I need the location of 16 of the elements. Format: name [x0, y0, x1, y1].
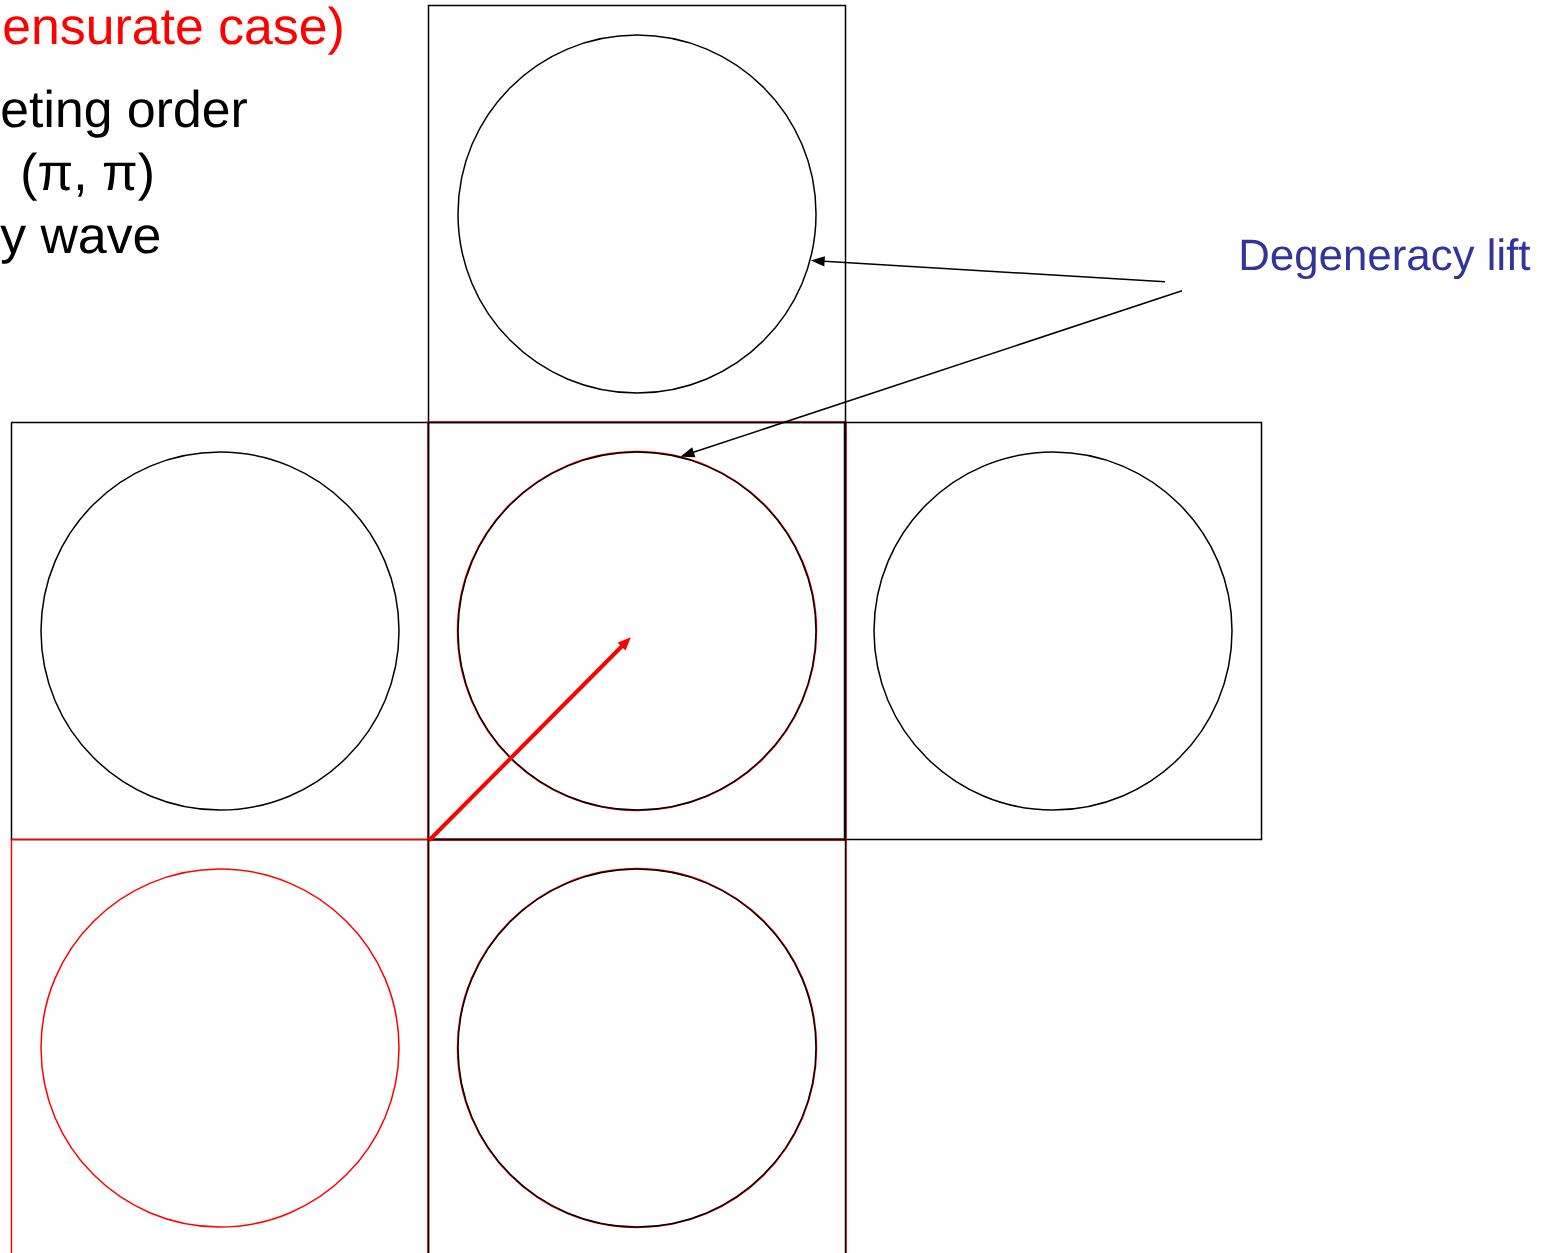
- lattice-square: [10, 421, 430, 841]
- label-text: y wave: [0, 225, 160, 264]
- fermi-circle: [873, 451, 1233, 811]
- lattice-square: [427, 4, 847, 424]
- fermi-circle: [456, 450, 818, 812]
- fermi-circle: [40, 451, 400, 811]
- label-text: (π, π): [23, 152, 152, 201]
- fermi-circle: [456, 867, 818, 1229]
- lattice-square: [843, 421, 1263, 841]
- fermi-circle: [40, 868, 400, 1228]
- fermi-circle: [457, 34, 817, 394]
- lattice-square: [427, 838, 847, 1253]
- label-text: ensurate case): [4, 6, 342, 55]
- lattice-square: [427, 421, 847, 841]
- annotation-text: Degeneracy lift: [1241, 238, 1531, 280]
- label-text: eting order: [2, 89, 247, 138]
